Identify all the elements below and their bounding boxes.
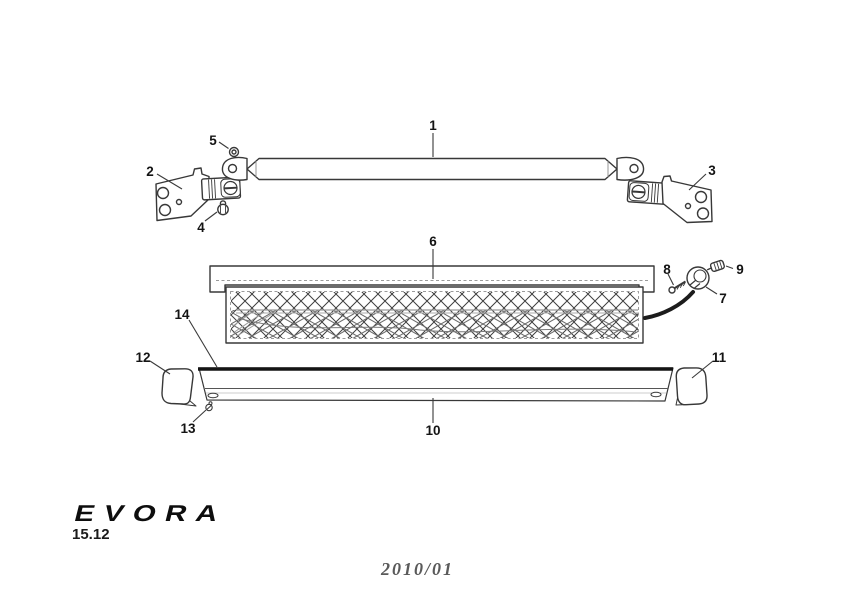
bracket-hole: [694, 190, 708, 204]
callout-leaders: [149, 133, 734, 423]
clevis-hole: [629, 163, 639, 174]
right-latch: [626, 180, 668, 205]
callout-13-label: 13: [180, 421, 196, 436]
callout-labels: 1 2 3 4 5 6 7 8 9 10 11 12 13 14: [135, 118, 743, 438]
net-frame-stitching: [230, 291, 639, 339]
end-cap-left: [161, 368, 194, 405]
bracket-hole: [696, 207, 710, 220]
clevis-hole: [227, 163, 238, 174]
callout-1-label: 1: [429, 118, 437, 133]
callout-12-leader: [149, 360, 171, 375]
net-sag-curve: [237, 317, 637, 333]
callout-4-label: 4: [197, 220, 205, 235]
callout-2-leader: [156, 173, 183, 190]
panel-slot-left: [207, 392, 219, 399]
net-cord: [643, 290, 695, 320]
callout-12-label: 12: [135, 350, 150, 365]
callout-14-label: 14: [174, 307, 190, 322]
callout-3-leader: [688, 173, 707, 191]
section-number: 15.12: [72, 526, 110, 543]
callout-2-label: 2: [146, 164, 154, 179]
callout-5-label: 5: [209, 133, 217, 148]
left-latch: [200, 176, 242, 201]
footer-date-code: 2010/01: [380, 559, 454, 579]
rail-assembly: [155, 146, 713, 224]
callout-9-leader: [725, 265, 734, 270]
callout-4-leader: [204, 211, 218, 222]
screw-head: [217, 203, 229, 216]
callout-9-label: 9: [736, 262, 744, 277]
callout-14-leader: [188, 319, 218, 368]
net-hook-slot: [689, 279, 701, 289]
washer-hole: [231, 149, 237, 155]
callout-7-leader: [705, 286, 718, 295]
end-cap-right: [675, 367, 708, 406]
cross-tube: [246, 157, 618, 181]
callout-11-label: 11: [712, 350, 727, 365]
callout-3-label: 3: [708, 163, 716, 178]
bracket-hole: [684, 202, 692, 210]
callout-6-label: 6: [429, 234, 437, 249]
screw-8: [668, 280, 687, 294]
callout-10-label: 10: [425, 423, 440, 438]
net-mesh-rear: [231, 310, 638, 338]
bracket-hole: [156, 186, 170, 200]
callout-7-label: 7: [719, 291, 727, 306]
bracket-hole: [158, 203, 172, 217]
callout-5-leader: [218, 141, 229, 149]
net-rail: [209, 265, 655, 293]
net-hook-inner: [693, 269, 707, 283]
callout-13-leader: [192, 409, 207, 423]
stud-9: [706, 259, 725, 273]
callout-8-leader: [667, 273, 674, 286]
net-assembly: [209, 259, 725, 344]
sill-panel-assembly: [161, 367, 708, 412]
callout-11-leader: [691, 360, 714, 379]
sill-panel: [198, 367, 674, 402]
evora-logo: EVORA: [72, 500, 231, 526]
bracket-hole: [175, 198, 183, 206]
panel-slot-right: [650, 391, 662, 398]
callout-8-label: 8: [663, 262, 671, 277]
